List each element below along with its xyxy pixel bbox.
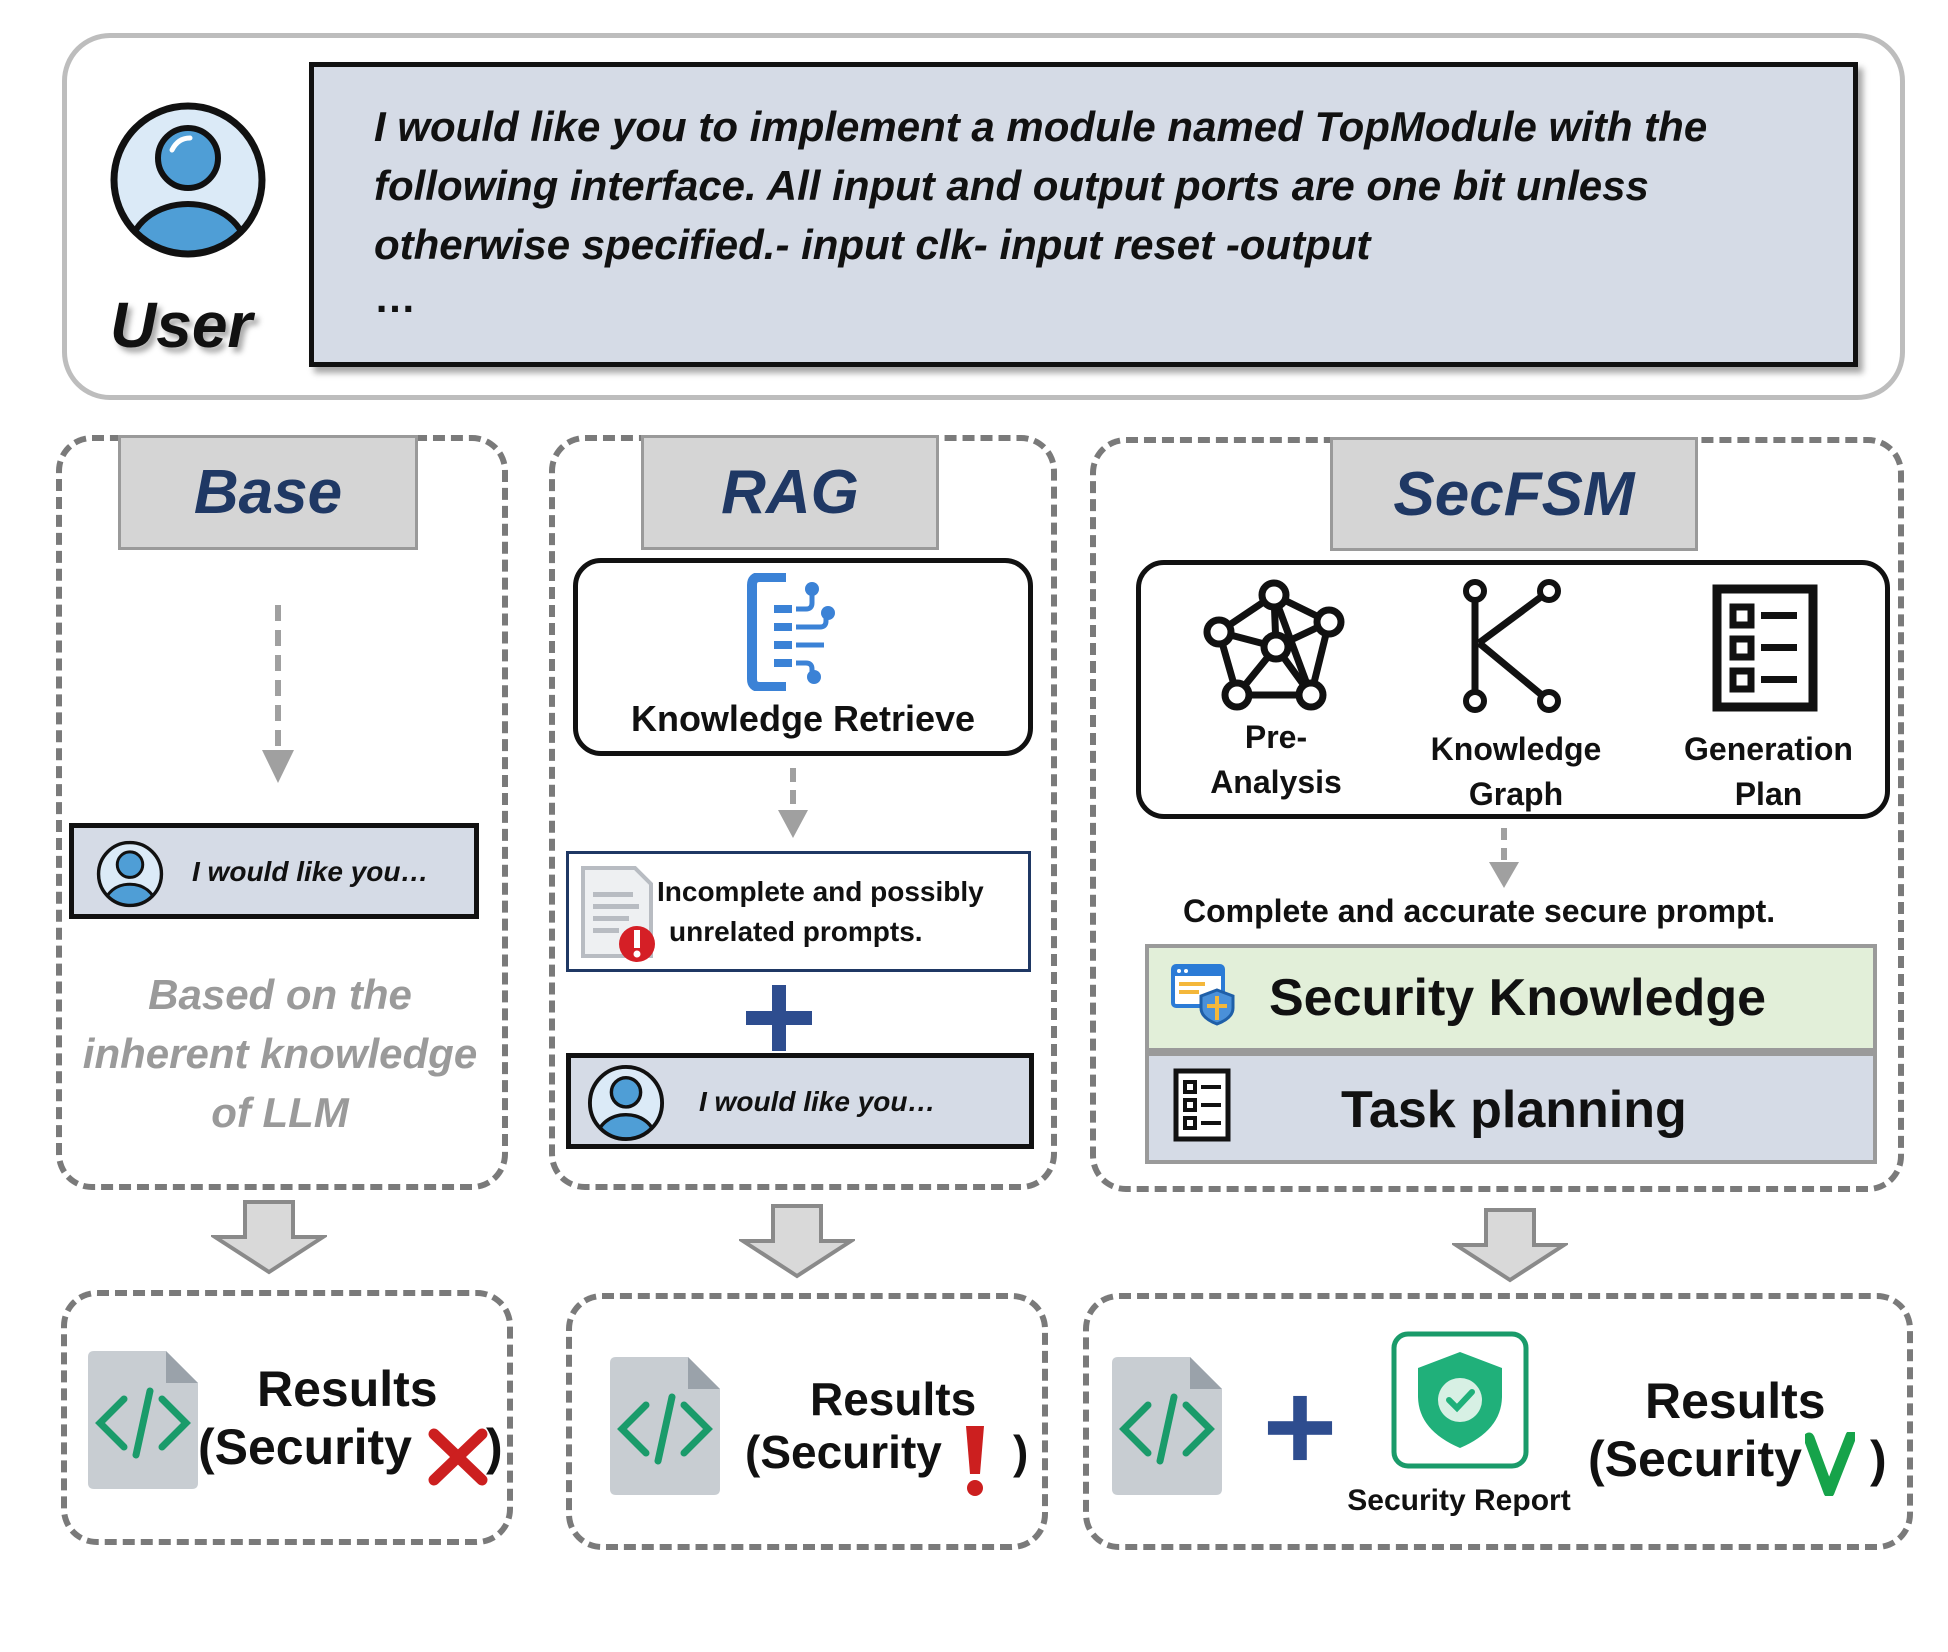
pre-analysis-label: Pre- Analysis bbox=[1191, 715, 1361, 805]
cross-mark-icon bbox=[428, 1428, 488, 1486]
secfsm-result-security: (Security bbox=[1588, 1431, 1802, 1487]
rag-mini-prompt-text: I would like you… bbox=[699, 1086, 936, 1117]
base-result-arrow-icon bbox=[211, 1200, 327, 1275]
rag-result-security: (Security bbox=[745, 1426, 942, 1478]
pre-analysis-label-line1: Pre- bbox=[1244, 719, 1308, 755]
user-avatar-icon bbox=[96, 840, 164, 908]
secfsm-down-arrow-icon bbox=[1489, 828, 1519, 888]
secfsm-plus-icon bbox=[1267, 1395, 1333, 1461]
generation-plan-label-line1: Generation bbox=[1684, 731, 1853, 767]
rag-result-panel bbox=[566, 1293, 1048, 1550]
rag-down-arrow-icon bbox=[778, 768, 808, 838]
knowledge-retrieve-label: Knowledge Retrieve bbox=[630, 698, 976, 739]
secfsm-result-panel bbox=[1083, 1293, 1913, 1550]
user-prompt-box: I would like you to implement a module n… bbox=[309, 62, 1858, 367]
user-label: User bbox=[110, 289, 253, 361]
code-file-icon bbox=[1112, 1357, 1222, 1495]
pre-analysis-label-line2: Analysis bbox=[1210, 764, 1342, 800]
check-mark-icon bbox=[1805, 1432, 1855, 1496]
rag-title: RAG bbox=[641, 435, 939, 550]
user-avatar-icon bbox=[110, 102, 266, 258]
base-result-security: (Security bbox=[198, 1419, 412, 1475]
rag-result-close: ) bbox=[1013, 1426, 1029, 1478]
base-result-title: Results bbox=[257, 1361, 438, 1417]
security-browser-icon bbox=[1171, 964, 1235, 1026]
knowledge-retrieve-box: Knowledge Retrieve bbox=[573, 558, 1033, 756]
rag-result-arrow-icon bbox=[739, 1204, 855, 1279]
base-mini-prompt-text: I would like you… bbox=[192, 856, 429, 887]
rag-mini-prompt: I would like you… bbox=[566, 1053, 1034, 1149]
knowledge-graph-icon bbox=[1463, 579, 1561, 713]
warning-document-icon bbox=[581, 866, 655, 962]
exclamation-mark-icon bbox=[966, 1426, 984, 1496]
security-shield-icon bbox=[1391, 1331, 1529, 1469]
task-planning-block: Task planning bbox=[1145, 1052, 1877, 1164]
secfsm-title: SecFSM bbox=[1330, 437, 1698, 551]
rag-result-title: Results bbox=[810, 1373, 977, 1425]
base-down-arrow-icon bbox=[262, 605, 294, 783]
user-prompt-text: I would like you to implement a module n… bbox=[374, 103, 1708, 268]
task-planning-label: Task planning bbox=[1341, 1081, 1687, 1139]
code-file-icon bbox=[610, 1357, 720, 1495]
secfsm-tools-box: Pre- Analysis Knowledge Graph Generation… bbox=[1136, 560, 1890, 819]
network-graph-icon bbox=[1203, 579, 1345, 711]
knowledge-retrieve-icon bbox=[747, 573, 835, 691]
incomplete-prompts-line2: unrelated prompts. bbox=[669, 916, 923, 947]
plan-list-icon bbox=[1712, 584, 1818, 712]
generation-plan-label: Generation Plan bbox=[1656, 727, 1881, 817]
incomplete-prompts-box: Incomplete and possibly unrelated prompt… bbox=[566, 851, 1031, 972]
secfsm-result-arrow-icon bbox=[1452, 1208, 1568, 1283]
base-mini-prompt: I would like you… bbox=[69, 823, 479, 919]
rag-plus-icon bbox=[746, 985, 812, 1051]
base-title: Base bbox=[118, 435, 418, 550]
complete-prompt-label: Complete and accurate secure prompt. bbox=[1183, 893, 1776, 929]
base-result-close: ) bbox=[486, 1419, 503, 1475]
secfsm-result-close: ) bbox=[1870, 1431, 1887, 1487]
security-knowledge-block: Security Knowledge bbox=[1145, 944, 1877, 1052]
knowledge-graph-label-line2: Graph bbox=[1468, 776, 1564, 812]
task-list-icon bbox=[1173, 1068, 1231, 1142]
incomplete-prompts-line1: Incomplete and possibly bbox=[657, 876, 984, 907]
generation-plan-label-line2: Plan bbox=[1734, 776, 1803, 812]
security-report-label: Security Report bbox=[1347, 1484, 1571, 1517]
code-file-icon bbox=[88, 1351, 198, 1489]
knowledge-graph-label-line1: Knowledge bbox=[1430, 731, 1602, 767]
base-result-panel bbox=[61, 1290, 513, 1545]
security-knowledge-label: Security Knowledge bbox=[1269, 969, 1766, 1027]
user-avatar-icon bbox=[587, 1064, 665, 1142]
user-prompt-ellipsis: … bbox=[374, 274, 416, 321]
knowledge-graph-label: Knowledge Graph bbox=[1416, 727, 1616, 817]
secfsm-result-title: Results bbox=[1645, 1373, 1826, 1429]
base-note: Based on the inherent knowledge of LLM bbox=[82, 971, 478, 1136]
